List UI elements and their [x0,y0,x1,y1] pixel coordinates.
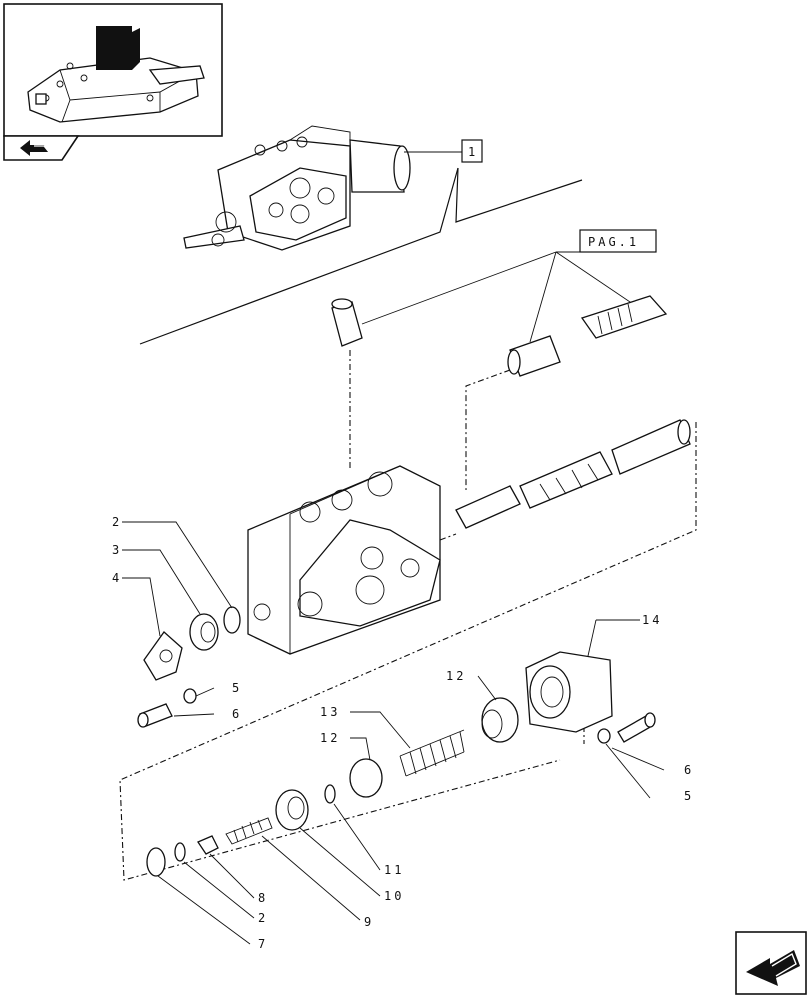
bushing-10 [275,789,309,831]
tractor-lift-cover-icon [27,26,205,123]
spring-13 [399,729,465,777]
callout-2-lower: 2 [258,911,268,925]
valve-spool [455,419,691,529]
callout-7: 7 [258,937,268,951]
next-page-arrow-icon[interactable] [735,931,807,995]
callout-6-left: 6 [232,707,242,721]
callout-5-right: 5 [684,789,694,803]
callout-10: 10 [384,889,404,903]
callout-11: 11 [384,863,404,877]
spring-seat-12-lower [349,758,383,798]
screw-6-right [617,712,656,743]
previous-page-arrow-icon[interactable] [3,135,80,161]
spring-9 [225,817,273,845]
callout-12-upper: 12 [446,669,466,683]
bearing-3 [189,613,219,651]
callout-6-right: 6 [684,763,694,777]
callout-14: 14 [642,613,662,627]
thumbnail-panel[interactable] [3,3,223,137]
valve-body [247,465,441,655]
callout-9: 9 [364,915,374,929]
ref-box-label: 1 [468,145,478,159]
pag-ref-label: PAG.1 [588,235,639,249]
o-ring-2-lower [174,842,186,862]
callout-12-lower: 12 [320,731,340,745]
callout-5-left: 5 [232,681,242,695]
screw-6-left [137,703,173,728]
pag-ref-box[interactable]: PAG.1 [579,229,657,253]
o-ring-2-upper [223,606,241,634]
washer-5-left [183,688,197,704]
callout-13: 13 [320,705,340,719]
o-ring-7 [146,847,166,877]
lever-bracket-4 [143,631,183,681]
callout-8: 8 [258,891,268,905]
plug-fitting [331,298,363,347]
relief-valve-fitting [507,335,561,377]
circlip-11 [324,784,336,804]
ball-pin-8 [197,835,219,855]
callout-4: 4 [112,571,122,585]
cover-14 [525,651,613,733]
spring-seat-12-upper [481,697,519,743]
callout-2-upper: 2 [112,515,122,529]
adjusting-screw [580,295,668,339]
control-valve-assembly [183,125,411,251]
ref-box-1[interactable]: 1 [461,139,483,163]
callout-3: 3 [112,543,122,557]
washer-5-right [597,728,611,744]
